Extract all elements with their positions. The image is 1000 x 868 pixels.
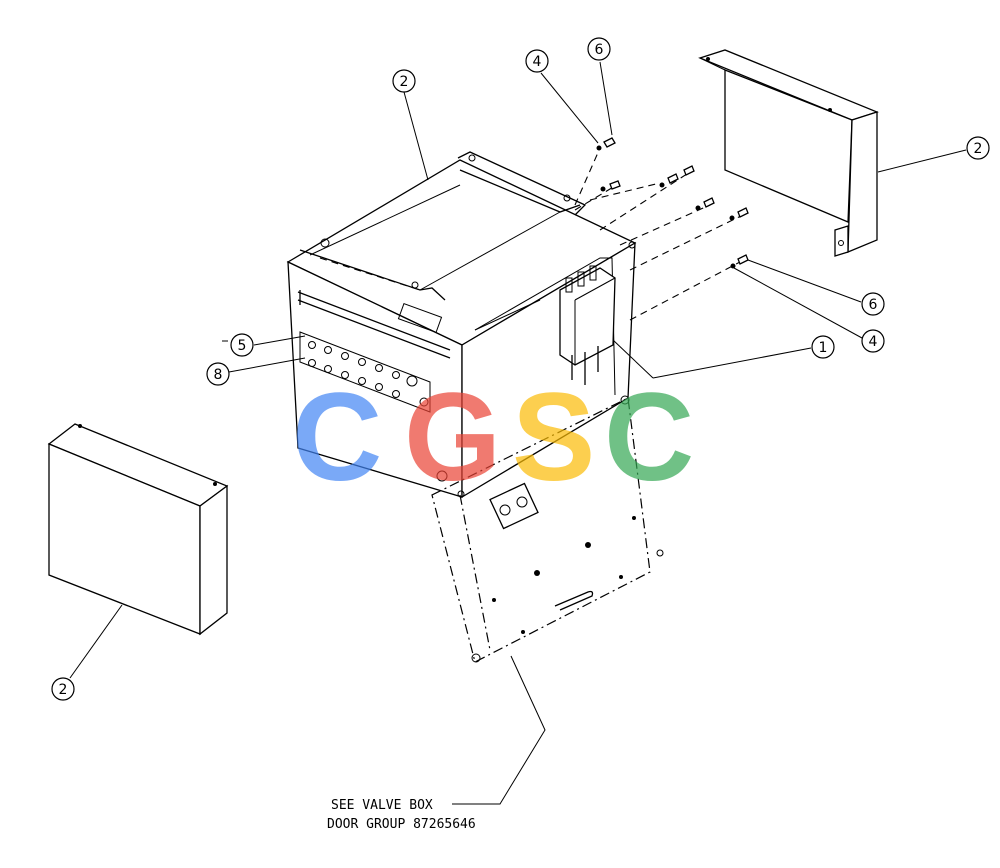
svg-text:2: 2 xyxy=(974,141,983,157)
valve-box-body xyxy=(286,151,637,499)
svg-text:2: 2 xyxy=(59,682,68,698)
leader-lines xyxy=(69,61,967,805)
watermark-logo: C G S C xyxy=(292,368,694,507)
watermark-letter-c1: C xyxy=(292,368,382,507)
watermark-letter-g: G xyxy=(404,368,501,507)
callout-6-right: 6 xyxy=(861,292,885,316)
left-cover-panel xyxy=(47,423,229,636)
svg-text:5: 5 xyxy=(238,338,247,354)
mounting-screws xyxy=(319,137,749,321)
cable-gland-holes xyxy=(308,341,429,407)
svg-text:4: 4 xyxy=(869,334,878,350)
callout-4-top: 4 xyxy=(525,49,549,73)
note-line-1: SEE VALVE BOX xyxy=(331,798,433,813)
callout-2-right: 2 xyxy=(966,136,990,160)
callout-8: 8 xyxy=(206,362,230,386)
note-line-2: DOOR GROUP 87265646 xyxy=(327,817,476,832)
callout-5: 5 xyxy=(230,333,254,357)
svg-text:6: 6 xyxy=(595,42,604,58)
callout-2-top: 2 xyxy=(392,69,416,93)
watermark-letter-s: S xyxy=(512,368,595,507)
svg-text:1: 1 xyxy=(819,340,828,356)
callout-4-right: 4 xyxy=(861,329,885,353)
svg-text:6: 6 xyxy=(869,297,878,313)
valve-block xyxy=(559,265,616,385)
callout-2-bottom: 2 xyxy=(51,677,75,701)
callout-6-top: 6 xyxy=(587,37,611,61)
watermark-letter-c2: C xyxy=(604,368,694,507)
svg-text:8: 8 xyxy=(214,367,223,383)
screw-icon xyxy=(596,137,749,269)
svg-text:4: 4 xyxy=(533,54,542,70)
callout-1: 1 xyxy=(811,335,835,359)
valve-box-door xyxy=(431,395,664,663)
door-group-note: SEE VALVE BOX DOOR GROUP 87265646 xyxy=(327,798,476,832)
svg-text:2: 2 xyxy=(400,74,409,90)
right-cover-panel xyxy=(698,49,879,257)
